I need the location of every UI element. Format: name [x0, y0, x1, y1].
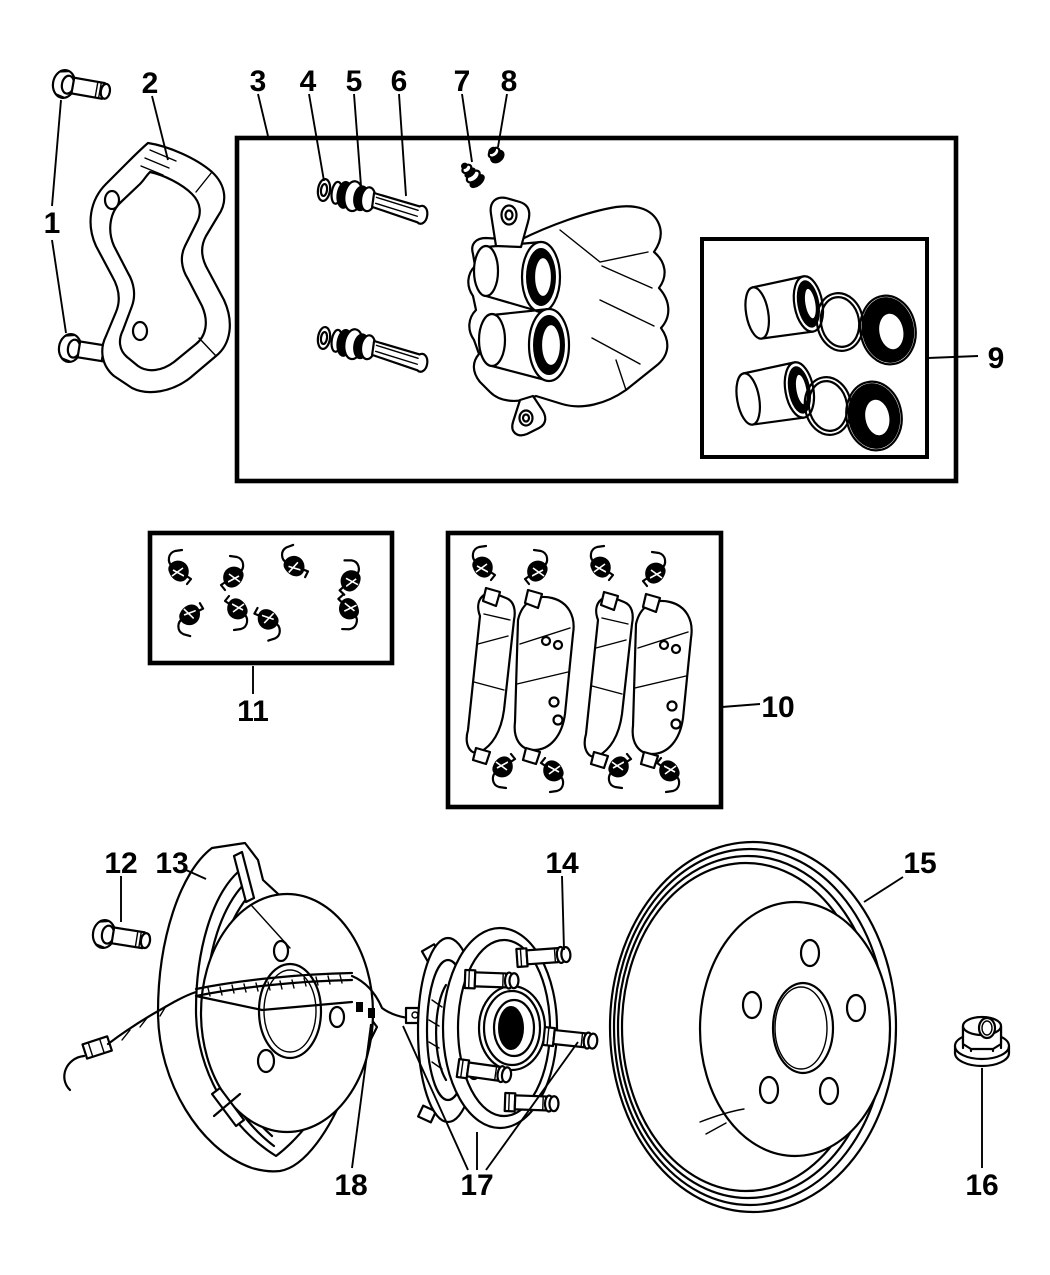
callout-label-13: 13: [155, 847, 188, 880]
callout-label-3: 3: [250, 65, 267, 98]
callout-label-9: 9: [988, 342, 1005, 375]
seal-kit-box: [700, 237, 929, 459]
callout-label-10: 10: [761, 691, 794, 724]
callout-leader-lines: [51, 93, 983, 1171]
callout-label-7: 7: [454, 65, 471, 98]
brake-pad-kit-box: [445, 530, 724, 810]
bleeder-screw-drawing: [460, 162, 485, 189]
callout-label-4: 4: [300, 65, 317, 98]
callout-label-15: 15: [903, 847, 936, 880]
splash-shield-drawing: [156, 841, 379, 1173]
callout-label-16: 16: [965, 1169, 998, 1202]
callout-label-14: 14: [545, 847, 579, 880]
caliper-group-box: [234, 135, 959, 484]
abs-sensor-wire-drawing: [63, 971, 438, 1092]
adapter-bolt-upper: [49, 67, 114, 107]
callout-label-8: 8: [501, 65, 518, 98]
callout-label-2: 2: [142, 67, 159, 100]
guide-pin-upper: [314, 175, 432, 226]
hub-bearing-drawing: [416, 926, 600, 1130]
guide-pin-lower: [314, 323, 432, 374]
clip-kit-box: [147, 530, 395, 666]
callout-label-6: 6: [391, 65, 408, 98]
bleeder-cap-drawing: [487, 146, 505, 164]
hub-nut-drawing: [953, 1015, 1011, 1068]
caliper-adapter-drawing: [89, 141, 231, 394]
callout-label-17: 17: [460, 1169, 493, 1202]
callout-label-12: 12: [104, 847, 137, 880]
caliper-drawing: [467, 196, 670, 437]
callout-label-1: 1: [44, 207, 61, 240]
rotor-drawing: [608, 840, 898, 1214]
shield-bolt: [89, 917, 154, 957]
callout-labels: 1 2 3 4 5 6 7 8 9 10 11 12 13 14 15 16 1…: [44, 65, 1005, 1202]
callout-label-5: 5: [346, 65, 363, 98]
callout-label-11: 11: [237, 695, 269, 728]
callout-label-18: 18: [334, 1169, 367, 1202]
